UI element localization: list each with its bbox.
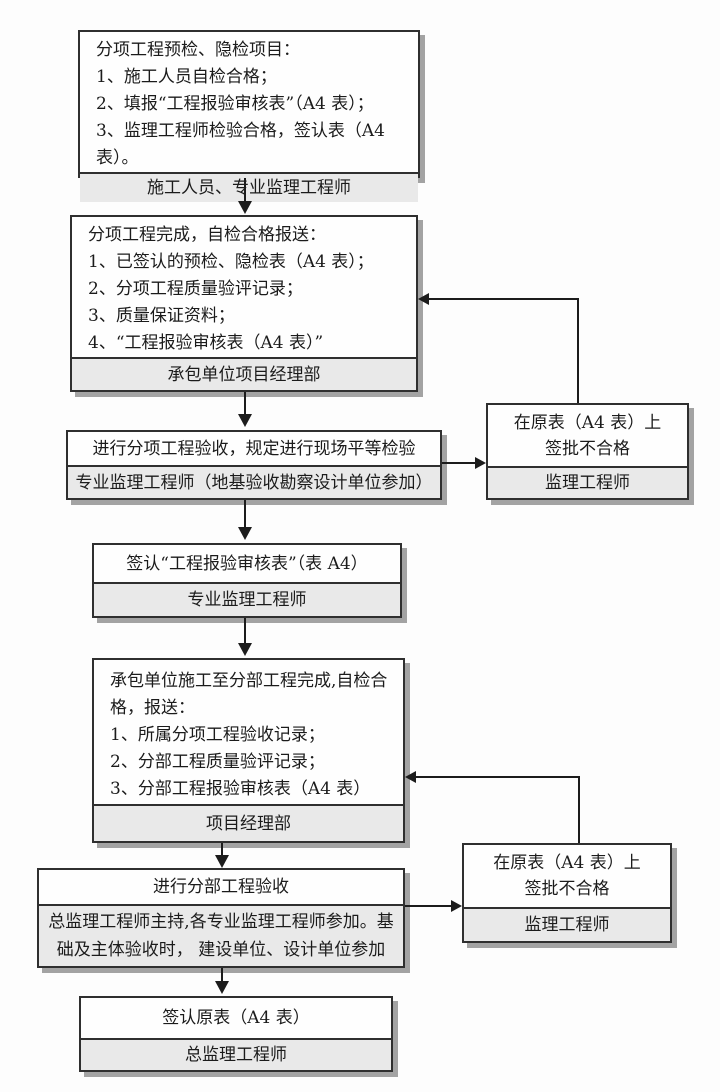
connector-step6-reject2-line xyxy=(405,905,452,907)
arrow-step3-step4-line xyxy=(244,500,246,528)
connector-reject2-step5-vline xyxy=(578,776,580,843)
step5-box: 承包单位施工至分部工程完成,自检合 格，报送： 1、所属分项工程验收记录； 2、… xyxy=(92,658,405,843)
arrow-step4-step5-line xyxy=(244,618,246,644)
arrow-step5-step6-head xyxy=(215,855,229,868)
step4-box: 签认“工程报验审核表”（表 A4） 专业监理工程师 xyxy=(92,543,402,618)
arrow-step4-step5-head xyxy=(238,643,252,656)
arrow-step5-step6-line xyxy=(221,843,223,856)
arrow-step6-step7-head xyxy=(215,981,229,994)
step5-line3: 1、所属分项工程验收记录； xyxy=(110,725,325,745)
step7-box: 签认原表（A4 表） 总监理工程师 xyxy=(79,996,393,1072)
step5-line1: 承包单位施工至分部工程完成,自检合 xyxy=(110,671,388,691)
step2-box: 分项工程完成，自检合格报送： 1、已签认的预检、隐检表（A4 表）； 2、分项工… xyxy=(70,215,418,392)
reject1-actor-band: 监理工程师 xyxy=(488,466,687,498)
reject1-box: 在原表（A4 表）上 签批不合格 监理工程师 xyxy=(486,403,689,500)
step2-line2: 1、已签认的预检、隐检表（A4 表）； xyxy=(88,252,374,272)
connector-reject2-step5-head xyxy=(405,771,416,783)
step4-actor-band: 专业监理工程师 xyxy=(94,582,400,616)
connector-reject1-step2-head xyxy=(418,293,429,305)
connector-reject2-step5-hline xyxy=(416,776,580,778)
step3-box: 进行分项工程验收，规定进行现场平等检验 专业监理工程师（地基验收勘察设计单位参加… xyxy=(66,430,442,500)
step2-line5: 4、“工程报验审核表（A4 表）” xyxy=(88,333,324,353)
reject2-content: 在原表（A4 表）上 签批不合格 xyxy=(464,845,670,907)
step1-line3: 2、填报“工程报验审核表”（A4 表）； xyxy=(96,94,374,114)
step1-box: 分项工程预检、隐检项目： 1、施工人员自检合格； 2、填报“工程报验审核表”（A… xyxy=(78,30,420,202)
step6-actor-line1: 总监理工程师主持,各专业监理工程师参加。基 xyxy=(48,912,394,932)
reject1-content: 在原表（A4 表）上 签批不合格 xyxy=(488,405,687,466)
reject2-actor-band: 监理工程师 xyxy=(464,907,670,941)
arrow-step3-step4-head xyxy=(238,527,252,540)
reject1-line1: 在原表（A4 表）上 xyxy=(513,412,662,433)
connector-reject1-step2-hline xyxy=(429,298,579,300)
step1-line4: 3、监理工程师检验合格，签认表（A4 表）。 xyxy=(96,121,385,168)
arrow-step1-step2-line xyxy=(244,178,246,202)
step3-title: 进行分项工程验收，规定进行现场平等检验 xyxy=(92,438,416,459)
connector-step3-reject1-line xyxy=(442,462,476,464)
step2-line4: 3、质量保证资料； xyxy=(88,306,235,326)
connector-reject1-step2-vline xyxy=(577,298,579,403)
step1-line2: 1、施工人员自检合格； xyxy=(96,67,277,87)
step5-line2: 格，报送： xyxy=(110,698,195,718)
step3-content: 进行分项工程验收，规定进行现场平等检验 xyxy=(68,432,440,465)
reject2-actor: 监理工程师 xyxy=(524,915,610,935)
step7-content: 签认原表（A4 表） xyxy=(81,998,391,1038)
step3-actor: 专业监理工程师（地基验收勘察设计单位参加） xyxy=(75,472,433,493)
step5-actor: 项目经理部 xyxy=(206,813,291,834)
arrow-step6-step7-line xyxy=(221,968,223,982)
step5-content: 承包单位施工至分部工程完成,自检合 格，报送： 1、所属分项工程验收记录； 2、… xyxy=(94,660,403,804)
step7-actor: 总监理工程师 xyxy=(185,1045,287,1065)
arrow-step2-step3-head xyxy=(238,414,252,427)
step4-actor: 专业监理工程师 xyxy=(187,590,307,610)
step6-actor-line2: 础及主体验收时， 建设单位、设计单位参加 xyxy=(56,940,386,960)
step2-content: 分项工程完成，自检合格报送： 1、已签认的预检、隐检表（A4 表）； 2、分项工… xyxy=(72,217,416,357)
reject1-line2: 签批不合格 xyxy=(545,438,630,459)
step1-actor: 施工人员、专业监理工程师 xyxy=(147,178,351,198)
reject2-line1: 在原表（A4 表）上 xyxy=(493,853,641,873)
step2-actor: 承包单位项目经理部 xyxy=(167,364,321,385)
arrow-step1-step2-head xyxy=(238,201,252,214)
step1-actor-band: 施工人员、专业监理工程师 xyxy=(80,172,418,202)
reject1-actor: 监理工程师 xyxy=(545,473,630,493)
step2-line3: 2、分项工程质量验评记录； xyxy=(88,279,303,299)
connector-step3-reject1-head xyxy=(475,457,486,469)
step2-line1: 分项工程完成，自检合格报送： xyxy=(88,225,326,245)
reject2-box: 在原表（A4 表）上 签批不合格 监理工程师 xyxy=(462,843,672,943)
step3-actor-band: 专业监理工程师（地基验收勘察设计单位参加） xyxy=(68,465,440,498)
step5-actor-band: 项目经理部 xyxy=(94,804,403,841)
step6-title: 进行分部工程验收 xyxy=(153,877,289,897)
step4-content: 签认“工程报验审核表”（表 A4） xyxy=(94,545,400,582)
step5-line5: 3、分部工程报验审核表（A4 表） xyxy=(110,779,371,799)
reject2-line2: 签批不合格 xyxy=(524,879,610,899)
step6-actor-band: 总监理工程师主持,各专业监理工程师参加。基 础及主体验收时， 建设单位、设计单位… xyxy=(39,904,403,966)
step4-title: 签认“工程报验审核表”（表 A4） xyxy=(126,553,368,574)
step6-content: 进行分部工程验收 xyxy=(39,870,403,904)
step1-line1: 分项工程预检、隐检项目： xyxy=(96,40,300,60)
step1-content: 分项工程预检、隐检项目： 1、施工人员自检合格； 2、填报“工程报验审核表”（A… xyxy=(80,32,418,172)
arrow-step2-step3-line xyxy=(244,392,246,415)
connector-step6-reject2-head xyxy=(451,900,462,912)
step6-box: 进行分部工程验收 总监理工程师主持,各专业监理工程师参加。基 础及主体验收时， … xyxy=(37,868,405,968)
step5-line4: 2、分部工程质量验评记录； xyxy=(110,752,325,772)
step2-actor-band: 承包单位项目经理部 xyxy=(72,357,416,390)
step7-title: 签认原表（A4 表） xyxy=(162,1008,310,1028)
step7-actor-band: 总监理工程师 xyxy=(81,1038,391,1070)
